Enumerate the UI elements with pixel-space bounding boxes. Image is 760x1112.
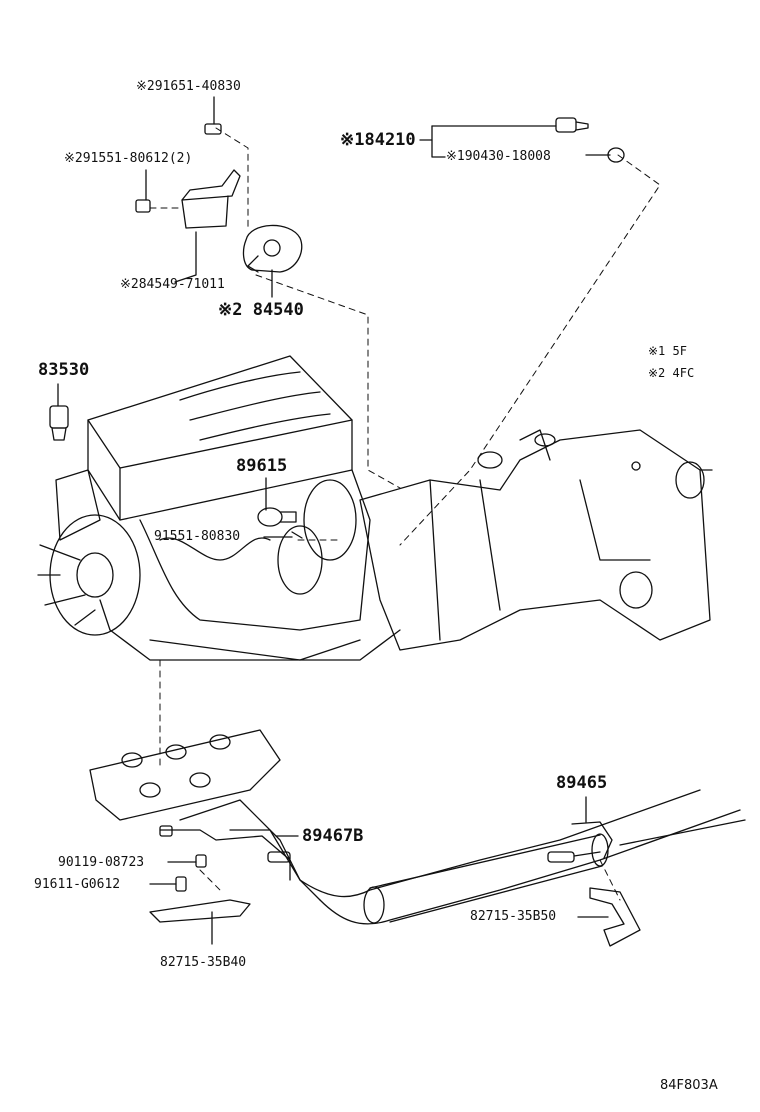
label-89465: 89465 — [556, 773, 608, 793]
bracket-82715-35B50 — [589, 887, 641, 947]
engine-block — [37, 355, 401, 661]
dashed-lines — [149, 127, 661, 901]
exhaust-pipe — [299, 789, 746, 925]
label-82715-35B40: 82715-35B40 — [160, 955, 247, 970]
bracket-82715-35B40 — [149, 854, 251, 923]
label-82715-35B50: 82715-35B50 — [470, 909, 557, 924]
label-84540: ※2 84540 — [218, 300, 304, 320]
note-2: ※2 4FC — [648, 366, 695, 380]
label-84210: ※184210 — [340, 130, 416, 150]
diagram-code: 84F803A — [660, 1078, 718, 1093]
label-91551-80830: 91551-80830 — [154, 529, 241, 544]
label-89615: 89615 — [236, 456, 288, 476]
label-91611-G0612: 91611-G0612 — [34, 877, 121, 892]
sensor-89615 — [257, 507, 303, 539]
switch-84210 — [555, 117, 625, 163]
exhaust-manifold — [89, 729, 321, 901]
label-90119-08723: 90119-08723 — [58, 855, 145, 870]
sensor-83530 — [49, 405, 69, 441]
label-83530: 83530 — [38, 360, 90, 380]
label-89467B: 89467B — [302, 826, 364, 846]
oxygen-sensor-89465 — [547, 821, 613, 863]
oxygen-sensor-89467 — [159, 825, 291, 881]
transmission — [359, 429, 713, 651]
note-1: ※1 5F — [648, 344, 687, 358]
label-91551-80612: ※291551-80612(2) — [64, 151, 193, 166]
leader-lines — [57, 96, 611, 945]
label-84549-71011: ※284549-71011 — [120, 277, 225, 292]
label-91651-40830: ※291651-40830 — [136, 79, 241, 94]
label-90430-18008: ※190430-18008 — [446, 149, 551, 164]
throttle-sensor-bracket — [135, 123, 303, 273]
